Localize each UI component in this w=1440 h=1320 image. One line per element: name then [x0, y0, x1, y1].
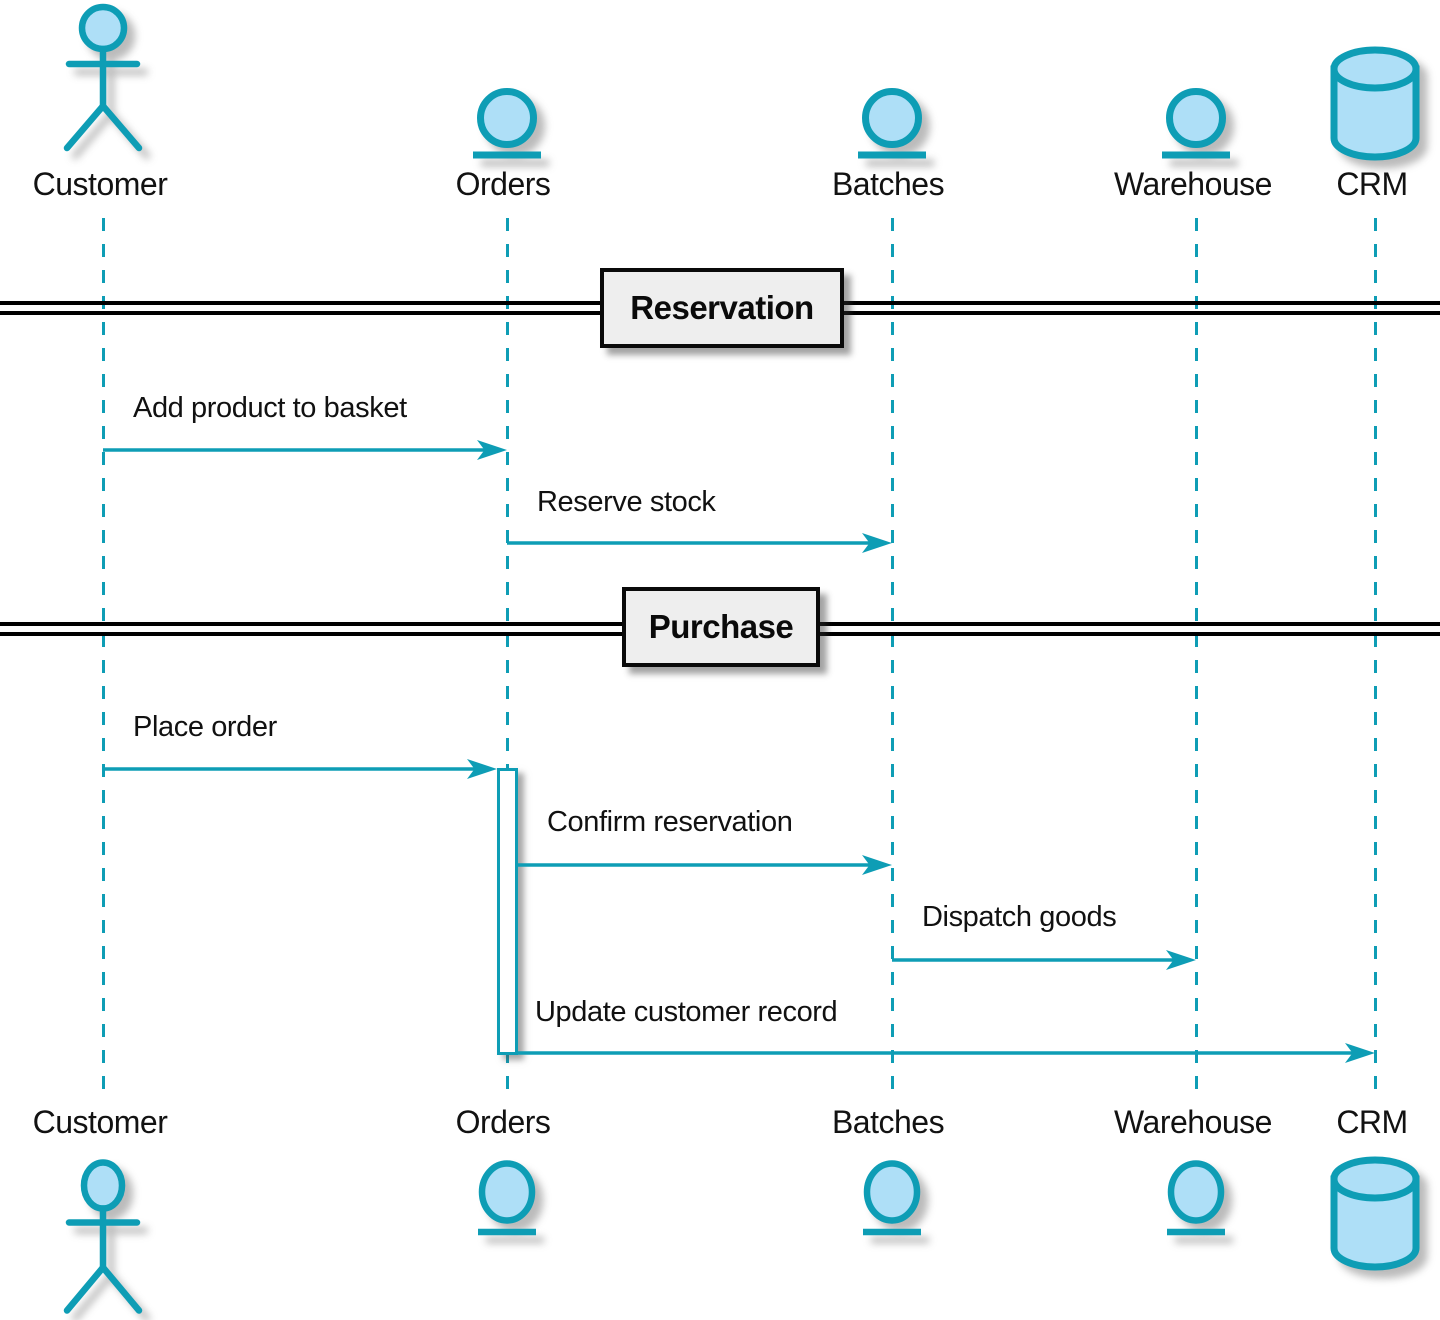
participant-label-batches-bottom: Batches [831, 1104, 945, 1140]
lifeline-warehouse [1194, 218, 1198, 1098]
entity-icon [1164, 1160, 1228, 1238]
message-label: Add product to basket [133, 392, 407, 424]
message-arrow [518, 1043, 1375, 1063]
message-arrow [103, 440, 507, 460]
entity-icon [860, 1160, 924, 1238]
message-arrow [507, 533, 892, 553]
database-icon [1327, 46, 1423, 164]
actor-icon [51, 1158, 155, 1318]
divider-label: Purchase [648, 608, 794, 645]
participant-label-customer: Customer [32, 166, 168, 202]
message-label: Reserve stock [537, 486, 716, 518]
message-arrow [518, 855, 892, 875]
message-label: Dispatch goods [922, 901, 1117, 933]
participant-label-crm-bottom: CRM [1336, 1104, 1408, 1140]
actor-icon [51, 2, 155, 152]
participant-label-orders-bottom: Orders [455, 1104, 551, 1140]
participant-label-customer-bottom: Customer [32, 1104, 168, 1140]
message-label: Place order [133, 711, 277, 743]
lifeline-orders [505, 218, 509, 1098]
divider-purchase: Purchase [622, 587, 820, 667]
lifeline-batches [890, 218, 894, 1098]
participant-label-batches: Batches [831, 166, 945, 202]
database-icon [1327, 1156, 1423, 1274]
entity-icon [854, 86, 930, 160]
participant-label-warehouse: Warehouse [1114, 166, 1272, 202]
message-arrow [892, 950, 1196, 970]
lifeline-customer [101, 218, 105, 1098]
message-label: Update customer record [535, 996, 838, 1028]
entity-icon [475, 1160, 539, 1238]
entity-icon [1158, 86, 1234, 160]
divider-label: Reservation [630, 289, 814, 326]
entity-icon [469, 86, 545, 160]
participant-label-crm: CRM [1336, 166, 1408, 202]
participant-label-orders: Orders [455, 166, 551, 202]
message-arrow [103, 759, 497, 779]
participant-label-warehouse-bottom: Warehouse [1114, 1104, 1272, 1140]
message-label: Confirm reservation [547, 806, 793, 838]
lifeline-crm [1373, 218, 1377, 1098]
divider-reservation: Reservation [600, 268, 844, 348]
activation-bar [497, 768, 518, 1055]
